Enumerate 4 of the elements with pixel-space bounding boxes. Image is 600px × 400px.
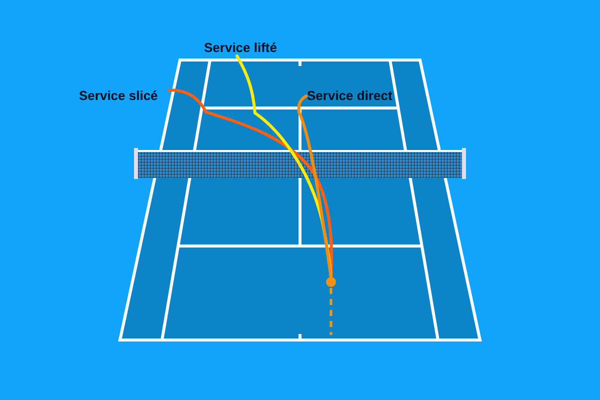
serve-label: Service direct [307, 88, 391, 103]
ball-trajectory [297, 94, 332, 278]
serve-label: Service lifté [204, 40, 280, 55]
serve-label: Service slicé [79, 88, 169, 103]
